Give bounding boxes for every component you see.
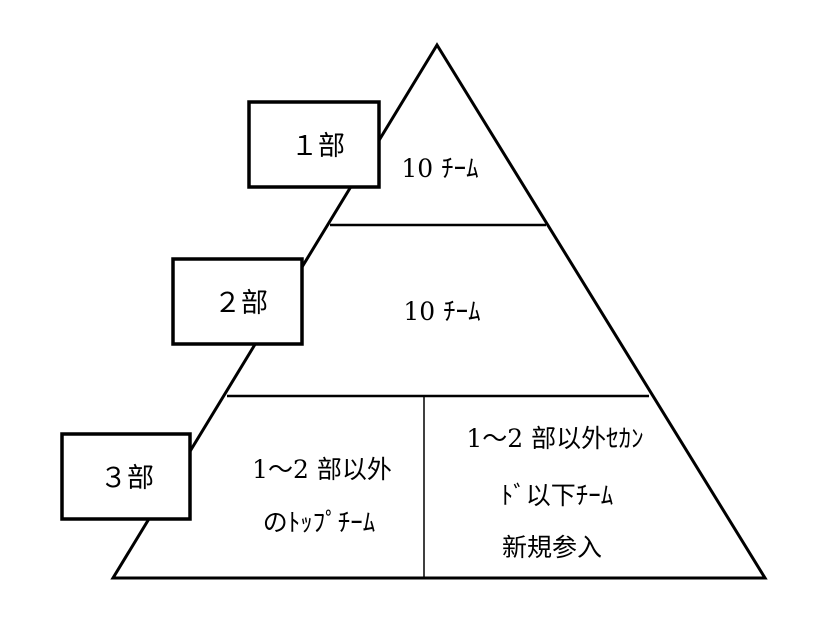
tier-3-left-line-2: のﾄｯﾌﾟﾁｰﾑ: [263, 508, 376, 537]
level-1-box: [247, 100, 381, 189]
level-3-label: ３部: [100, 463, 154, 494]
level-3-box: [60, 432, 192, 521]
tier-3-left-line-1: 1〜2 部以外: [252, 455, 392, 484]
tier-2-text: 10 ﾁｰﾑ: [403, 297, 480, 326]
level-1-label: １部: [291, 131, 345, 162]
level-2-label: ２部: [214, 288, 268, 319]
level-2-box: [171, 257, 304, 346]
tier-3-right-line-1: 1〜2 部以外ｾｶﾝ: [466, 424, 643, 453]
tier-3-right-line-2: ﾄﾞ以下ﾁｰﾑ: [501, 481, 614, 510]
tier-1-text: 10 ﾁｰﾑ: [401, 154, 478, 183]
tier-3-right-line-3: 新規参入: [502, 533, 602, 562]
